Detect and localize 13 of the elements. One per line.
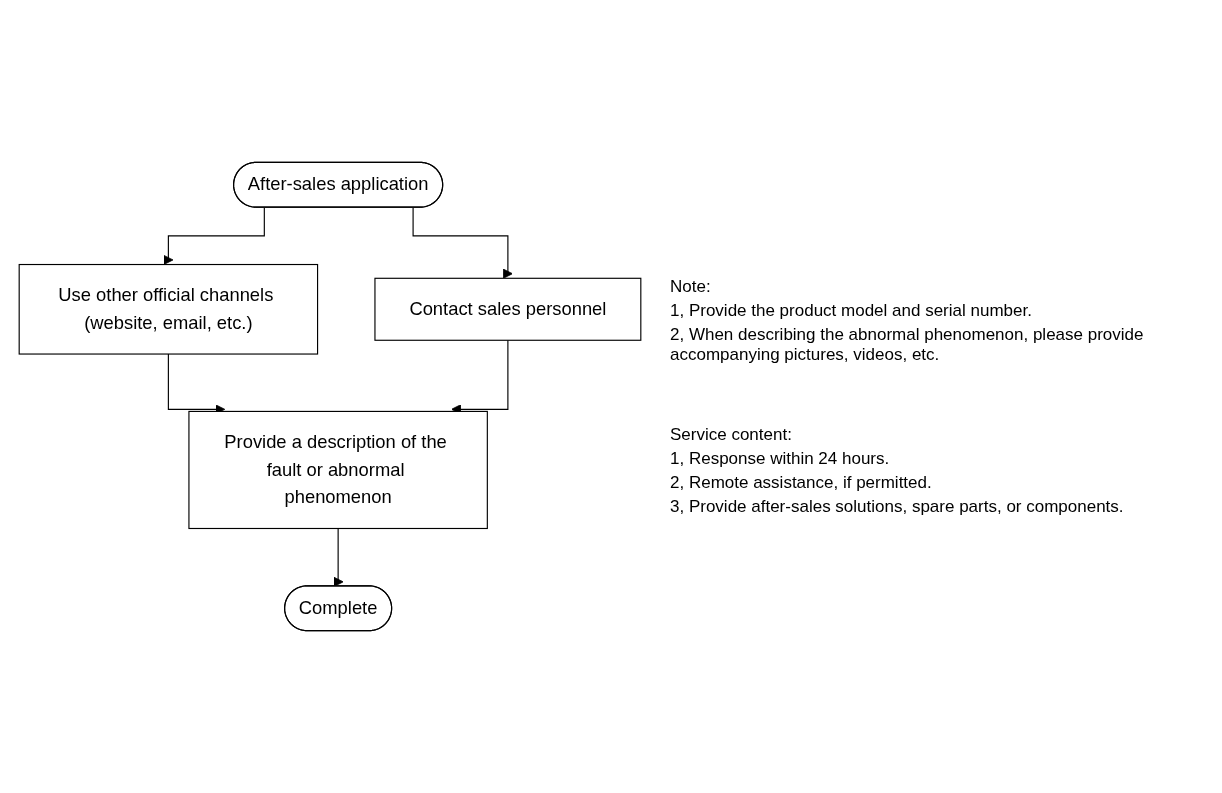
note-heading: Note: (670, 276, 712, 297)
arrow (163, 207, 265, 265)
note-item: 2, Remote assistance, if permitted. (670, 472, 933, 493)
note-item: 2, When describing the abnormal phenomenon, please provide accompanying pictures, videos, etc. (670, 324, 1145, 365)
note-item: 1, Response within 24 hours. (670, 448, 891, 469)
node-box: Provide a description of the fault or abnormal phenomenon (188, 410, 488, 530)
arrow (412, 207, 513, 279)
node-box: Contact sales personnel (374, 277, 642, 341)
note-item: 1, Provide the product model and serial number. (670, 300, 1033, 321)
note-item: 3, Provide after-sales solutions, spare parts, or components. (670, 496, 1125, 517)
note-heading: Service content: (670, 424, 793, 445)
node-box: Use other official channels (website, email, etc.) (18, 263, 319, 355)
arrow (333, 527, 344, 587)
